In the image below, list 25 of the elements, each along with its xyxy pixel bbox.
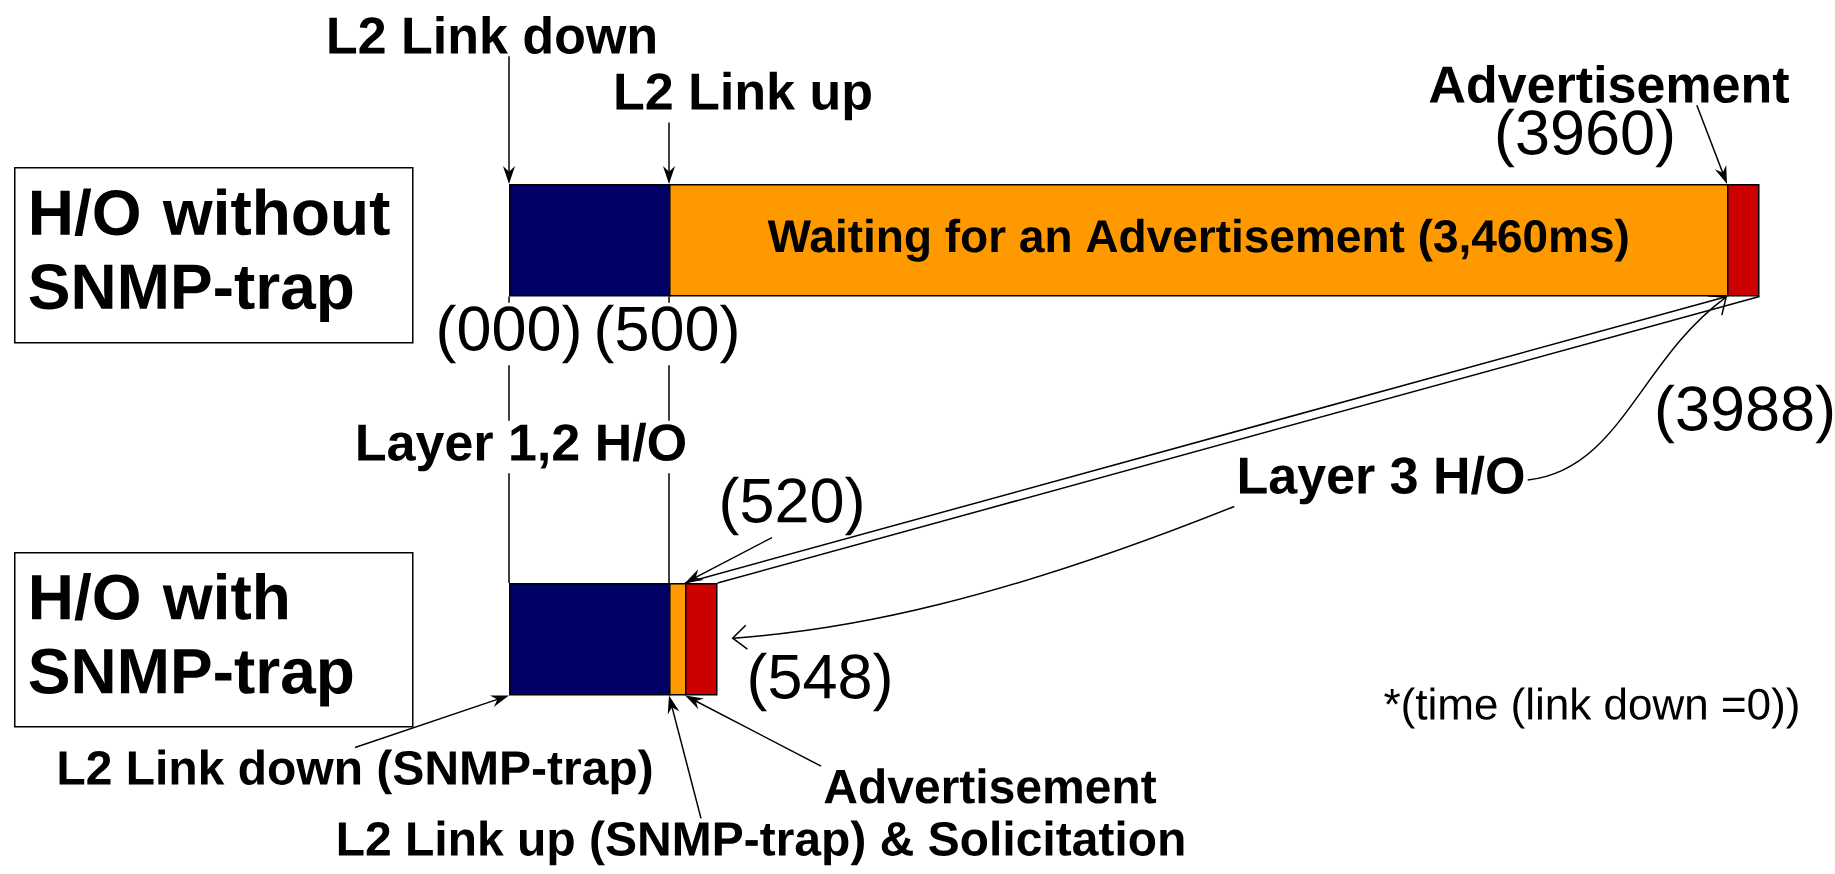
timeline-bar bbox=[685, 583, 718, 696]
timeline-bar bbox=[669, 583, 687, 696]
footnote: *(time (link down =0)) bbox=[1381, 685, 1803, 731]
phase-label: Layer 1,2 H/O bbox=[352, 420, 690, 474]
timeline-bar bbox=[1727, 184, 1760, 297]
timeline-bar bbox=[509, 583, 671, 696]
label-box: H/O without SNMP-trap bbox=[14, 167, 414, 344]
annotation-text: L2 Link up (SNMP-trap) & Solicitation bbox=[338, 820, 1184, 866]
annotation-text: L2 Link down bbox=[329, 15, 655, 55]
annotation-text: Advertisement bbox=[824, 768, 1157, 804]
timeline-bar bbox=[509, 184, 671, 297]
time-label: (3988) bbox=[1651, 382, 1835, 446]
annotation-text: (520) bbox=[722, 476, 862, 536]
annotation-text: L2 Link down (SNMP-trap) bbox=[59, 749, 652, 795]
annotation-text: L2 Link up bbox=[616, 71, 871, 121]
curved-arrow bbox=[1527, 295, 1728, 481]
label-box: H/O with SNMP-trap bbox=[14, 552, 414, 728]
annotation-text: Advertisement bbox=[1429, 64, 1789, 104]
time-label: (000) bbox=[433, 302, 585, 366]
time-label: (548) bbox=[744, 650, 896, 714]
timeline-bar: Waiting for an Advertisement (3,460ms) bbox=[669, 184, 1729, 297]
curved-arrow bbox=[731, 505, 1236, 650]
annotation-text: Layer 3 H/O bbox=[1240, 455, 1524, 505]
time-label: (3960) bbox=[1491, 106, 1679, 170]
time-label: (500) bbox=[591, 302, 743, 366]
